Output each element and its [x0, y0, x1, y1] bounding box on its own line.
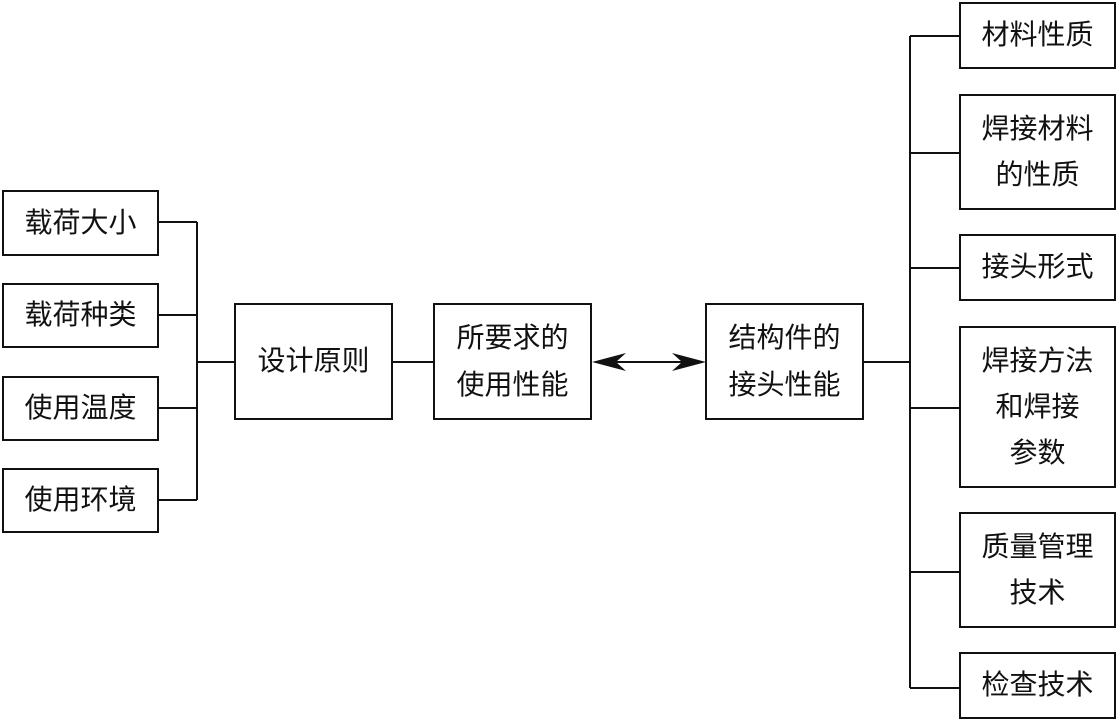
welding-method-parameters-line-2: 和焊接	[995, 389, 1080, 423]
load-type-box: 载荷种类	[2, 283, 159, 348]
joint-form-box: 接头形式	[959, 234, 1116, 301]
left-connector-lines	[158, 221, 235, 501]
load-size-label: 载荷大小	[24, 205, 137, 239]
required-performance-box: 所要求的 使用性能	[433, 303, 592, 420]
use-temperature-box: 使用温度	[2, 376, 159, 441]
joint-performance-box: 结构件的 接头性能	[705, 303, 864, 420]
left-arrow-head	[592, 353, 626, 371]
joint-performance-line-2: 接头性能	[728, 367, 841, 401]
welding-method-parameters-box: 焊接方法 和焊接 参数	[959, 326, 1116, 488]
welding-material-properties-line-1: 焊接材料	[981, 111, 1094, 145]
use-environment-box: 使用环境	[2, 468, 159, 533]
welding-method-parameters-line-3: 参数	[1009, 436, 1066, 470]
inspection-technology-label: 检查技术	[981, 668, 1094, 702]
inspection-technology-box: 检查技术	[959, 652, 1116, 719]
welding-method-parameters-line-1: 焊接方法	[981, 343, 1094, 377]
right-connector-lines	[909, 35, 960, 689]
welding-material-properties-box: 焊接材料 的性质	[959, 94, 1116, 210]
joint-form-label: 接头形式	[981, 250, 1094, 284]
quality-management-technology-box: 质量管理 技术	[959, 512, 1116, 628]
right-arrow-head	[672, 353, 706, 371]
material-properties-box: 材料性质	[959, 2, 1116, 69]
joint-performance-line-1: 结构件的	[728, 321, 841, 355]
design-principle-label: 设计原则	[257, 344, 370, 378]
load-type-label: 载荷种类	[24, 298, 137, 332]
quality-management-technology-line-2: 技术	[1009, 576, 1066, 609]
required-performance-line-1: 所要求的	[456, 321, 569, 355]
required-performance-line-2: 使用性能	[456, 367, 569, 401]
design-principle-box: 设计原则	[234, 303, 393, 420]
use-temperature-label: 使用温度	[24, 391, 137, 425]
middle-connector-lines	[392, 353, 910, 371]
material-properties-label: 材料性质	[981, 18, 1094, 52]
use-environment-label: 使用环境	[24, 483, 137, 517]
load-size-box: 载荷大小	[2, 190, 159, 256]
welding-material-properties-line-2: 的性质	[995, 158, 1080, 191]
quality-management-technology-line-1: 质量管理	[981, 529, 1094, 563]
